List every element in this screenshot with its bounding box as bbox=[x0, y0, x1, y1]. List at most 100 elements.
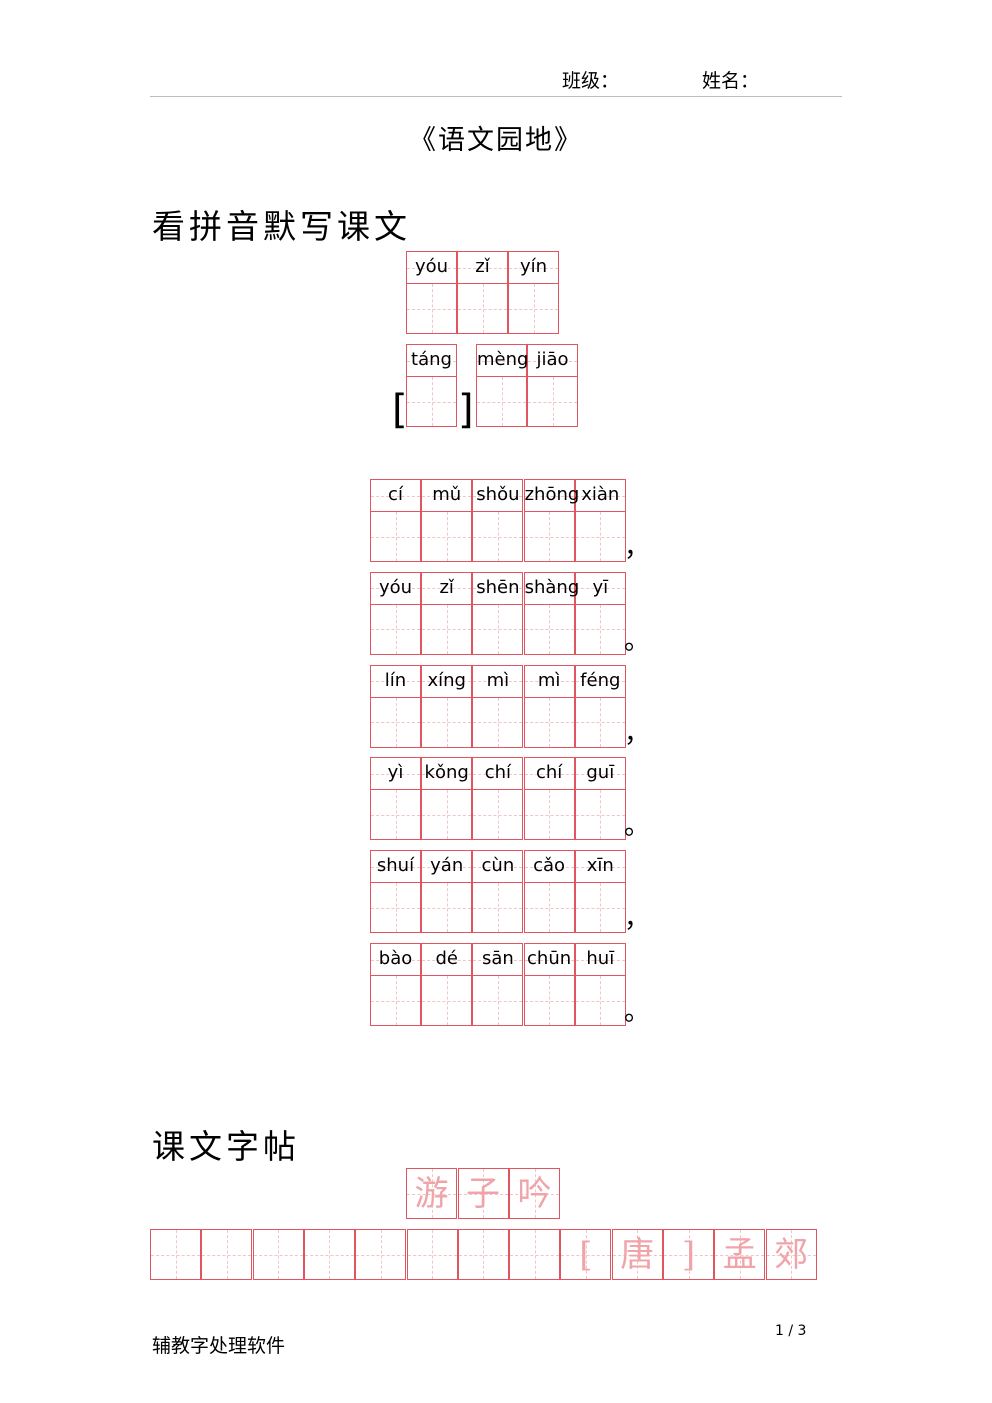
writing-box[interactable] bbox=[371, 790, 420, 840]
poem-cell[interactable]: huī bbox=[574, 943, 626, 1026]
writing-box[interactable] bbox=[524, 697, 574, 747]
copybook-square[interactable] bbox=[201, 1229, 253, 1280]
poem-cell[interactable]: yóu bbox=[370, 571, 421, 655]
writing-box[interactable] bbox=[371, 883, 420, 933]
poem-cell[interactable]: shuí bbox=[370, 850, 421, 934]
copybook-square[interactable] bbox=[355, 1229, 407, 1280]
copybook-square[interactable]: ] bbox=[663, 1229, 714, 1280]
pinyin-label: zǐ bbox=[458, 252, 507, 284]
author-cell[interactable]: jiāo bbox=[527, 344, 578, 427]
writing-box[interactable] bbox=[422, 512, 472, 561]
poem-cell[interactable]: cùn bbox=[472, 850, 524, 934]
writing-box[interactable] bbox=[473, 790, 523, 840]
copybook-square[interactable]: [ bbox=[560, 1229, 612, 1280]
poem-cell[interactable]: bào bbox=[370, 943, 421, 1026]
writing-box[interactable] bbox=[422, 790, 472, 840]
pinyin-text: shēn bbox=[476, 576, 520, 598]
poem-cell[interactable]: mǔ bbox=[421, 479, 473, 562]
copybook-square[interactable] bbox=[406, 1229, 458, 1280]
poem-cell[interactable]: mì bbox=[472, 664, 524, 748]
writing-box[interactable] bbox=[575, 790, 625, 840]
writing-box[interactable] bbox=[509, 284, 558, 333]
poem-cell[interactable]: kǒng bbox=[421, 757, 473, 841]
pinyin-text: cí bbox=[388, 484, 403, 505]
writing-box[interactable] bbox=[473, 883, 523, 933]
writing-box[interactable] bbox=[575, 604, 625, 654]
pinyin-label: lín bbox=[371, 666, 420, 698]
author-cell[interactable]: mèng bbox=[476, 344, 528, 427]
pinyin-label: yóu bbox=[371, 573, 420, 605]
writing-box[interactable] bbox=[575, 512, 625, 561]
writing-box[interactable] bbox=[524, 604, 574, 654]
writing-box[interactable] bbox=[528, 377, 577, 426]
writing-box[interactable] bbox=[371, 604, 420, 654]
writing-box[interactable] bbox=[473, 976, 523, 1025]
writing-box[interactable] bbox=[473, 604, 523, 654]
copybook-square[interactable]: 孟 bbox=[714, 1229, 766, 1280]
writing-box[interactable] bbox=[575, 883, 625, 933]
poem-cell[interactable]: chí bbox=[472, 757, 524, 841]
pinyin-text: chūn bbox=[527, 948, 572, 969]
writing-box[interactable] bbox=[371, 697, 420, 747]
dynasty-cell[interactable]: táng bbox=[406, 344, 457, 427]
poem-cell[interactable]: dé bbox=[421, 943, 473, 1026]
trace-character: [ bbox=[579, 1235, 593, 1275]
copybook-square[interactable] bbox=[150, 1229, 201, 1280]
copybook-square[interactable]: 唐 bbox=[611, 1229, 663, 1280]
copybook-title-square[interactable]: 子 bbox=[457, 1168, 509, 1219]
poem-cell[interactable]: mì bbox=[523, 664, 575, 748]
poem-cell[interactable]: xīn bbox=[574, 850, 626, 934]
trace-character: 唐 bbox=[620, 1235, 655, 1275]
writing-box[interactable] bbox=[407, 377, 456, 426]
poem-cell[interactable]: yī bbox=[574, 571, 626, 655]
poem-cell[interactable]: zhōng bbox=[523, 479, 579, 562]
copybook-square[interactable] bbox=[303, 1229, 355, 1280]
writing-box[interactable] bbox=[422, 697, 472, 747]
trace-character bbox=[356, 1230, 405, 1279]
writing-box[interactable] bbox=[371, 512, 420, 561]
poem-cell[interactable]: shǒu bbox=[472, 479, 524, 562]
copybook-square[interactable] bbox=[457, 1229, 509, 1280]
writing-box[interactable] bbox=[407, 284, 456, 333]
poem-cell[interactable]: xíng bbox=[421, 664, 473, 748]
pinyin-text: féng bbox=[580, 669, 621, 691]
writing-box[interactable] bbox=[371, 976, 420, 1025]
poem-cell[interactable]: sān bbox=[472, 943, 524, 1026]
poem-cell[interactable]: xiàn bbox=[574, 479, 626, 562]
title-cell[interactable]: yín bbox=[508, 251, 559, 334]
writing-box[interactable] bbox=[524, 512, 574, 561]
writing-box[interactable] bbox=[524, 883, 574, 933]
poem-cell[interactable]: shēn bbox=[472, 571, 524, 655]
poem-cell[interactable]: féng bbox=[574, 664, 626, 748]
writing-box[interactable] bbox=[422, 883, 472, 933]
poem-cell[interactable]: guī bbox=[574, 757, 626, 841]
poem-cell[interactable]: shàng bbox=[523, 571, 579, 655]
copybook-square[interactable]: 郊 bbox=[765, 1229, 817, 1280]
copybook-title-square[interactable]: 游 bbox=[406, 1168, 457, 1219]
writing-box[interactable] bbox=[422, 604, 472, 654]
writing-box[interactable] bbox=[473, 512, 523, 561]
poem-cell[interactable]: chūn bbox=[523, 943, 575, 1026]
poem-cell[interactable]: cǎo bbox=[523, 850, 575, 934]
poem-cell[interactable]: cí bbox=[370, 479, 421, 562]
pinyin-text: sān bbox=[481, 948, 514, 969]
poem-cell[interactable]: lín bbox=[370, 664, 421, 748]
writing-box[interactable] bbox=[473, 697, 523, 747]
writing-box[interactable] bbox=[458, 284, 507, 333]
poem-cell[interactable]: zǐ bbox=[421, 571, 473, 655]
poem-cell[interactable]: yì bbox=[370, 757, 421, 841]
writing-box[interactable] bbox=[477, 377, 526, 426]
writing-box[interactable] bbox=[524, 976, 574, 1025]
writing-box[interactable] bbox=[524, 790, 574, 840]
title-cell[interactable]: zǐ bbox=[457, 251, 508, 334]
copybook-square[interactable] bbox=[252, 1229, 304, 1280]
writing-box[interactable] bbox=[422, 976, 472, 1025]
poem-cell[interactable]: chí bbox=[523, 757, 575, 841]
title-cell[interactable]: yóu bbox=[406, 251, 457, 334]
poem-cell[interactable]: yán bbox=[421, 850, 473, 934]
writing-box[interactable] bbox=[575, 976, 625, 1025]
writing-box[interactable] bbox=[575, 697, 625, 747]
copybook-title-square[interactable]: 吟 bbox=[509, 1168, 560, 1219]
copybook-square[interactable] bbox=[509, 1229, 561, 1280]
pinyin-text: zǐ bbox=[475, 256, 490, 277]
